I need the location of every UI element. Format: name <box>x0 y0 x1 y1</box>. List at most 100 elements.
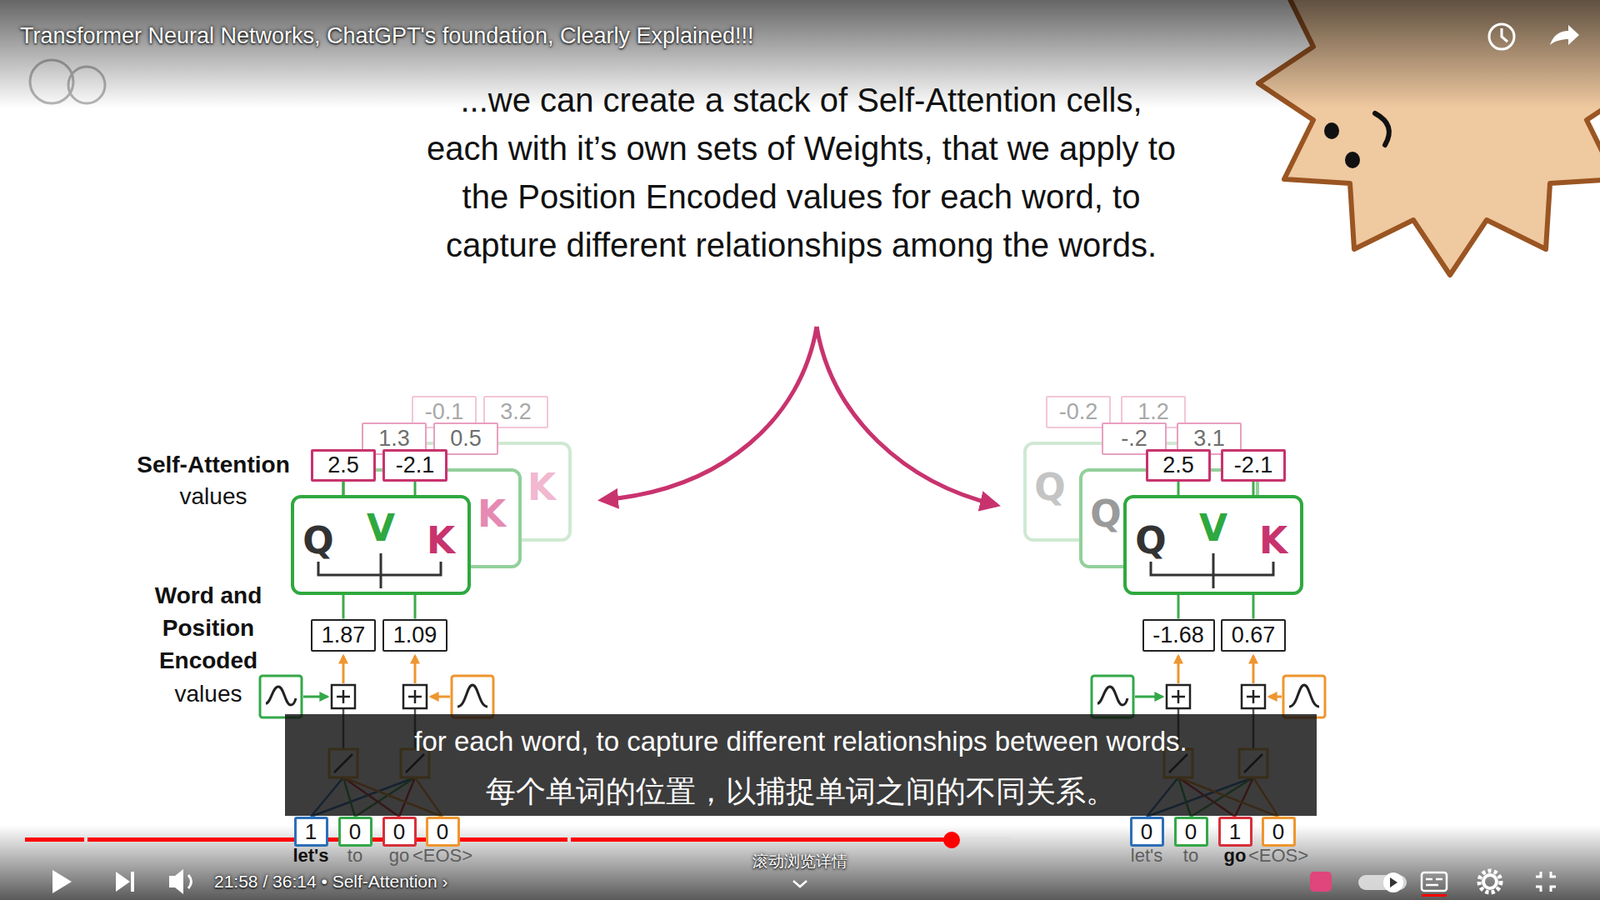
video-title: Transformer Neural Networks, ChatGPT's f… <box>20 23 755 50</box>
self-attention-value: -2.1 <box>382 449 448 482</box>
self-attention-cell: QVK <box>290 495 471 595</box>
value-number: 0.5 <box>450 427 482 450</box>
next-icon <box>130 871 135 892</box>
value-number: 2.5 <box>1162 454 1195 477</box>
translate-icon <box>1310 871 1332 892</box>
input-word: <EOS> <box>412 845 473 866</box>
value-number: 1.3 <box>378 427 410 450</box>
axis-label: Word and <box>155 582 263 610</box>
cell-wiring <box>1150 553 1274 589</box>
captions-icon <box>1421 872 1447 891</box>
connector-line <box>342 595 345 620</box>
sum-arrow <box>414 655 417 684</box>
progress-bar <box>570 837 952 842</box>
encoded-value: 1.87 <box>310 619 376 652</box>
input-word: go <box>389 845 410 866</box>
subtitle-line: for each word, to capture different rela… <box>414 725 1188 758</box>
value-number: 0.67 <box>1231 624 1276 647</box>
self-attention-value: 2.5 <box>1145 449 1211 482</box>
sum-arrow <box>342 655 345 684</box>
value-number: 1 <box>1229 820 1241 843</box>
progress-bar <box>25 837 85 842</box>
value-number: -.2 <box>1120 427 1148 450</box>
autoplay-toggle <box>1390 877 1398 888</box>
cosine-icon <box>451 675 494 718</box>
cosine-wave <box>457 685 488 707</box>
input-word: let's <box>1130 845 1163 866</box>
subtitle-panel <box>285 714 1317 816</box>
value-number: 3.1 <box>1193 427 1225 450</box>
encoded-value: -1.68 <box>1142 619 1215 652</box>
value-number: 0 <box>436 820 449 843</box>
sine-icon <box>1091 675 1134 718</box>
value-number: 3.2 <box>500 400 532 424</box>
cosine-wave <box>1289 685 1320 707</box>
cell-letter: K <box>477 495 506 533</box>
settings-icon <box>1483 875 1497 889</box>
add-arrow <box>1135 695 1163 699</box>
one-hot-input: 1 <box>1218 816 1253 847</box>
value-number: 0 <box>1140 820 1153 843</box>
connector-line <box>1177 595 1180 620</box>
axis-label: values <box>180 483 248 510</box>
cell-letter: K <box>1259 522 1288 560</box>
sine-wave <box>265 686 296 705</box>
bottom-shade <box>0 825 1600 900</box>
captions-icon <box>1421 894 1447 897</box>
autoplay-toggle <box>1383 872 1404 893</box>
input-word: <EOS> <box>1248 845 1309 866</box>
scroll-hint: 滚动浏览详情 <box>752 852 848 871</box>
add-arrow <box>1269 695 1282 699</box>
encoded-value: 1.09 <box>382 619 448 652</box>
cosine-icon <box>1283 675 1325 718</box>
add-arrow <box>303 695 328 699</box>
sine-wave <box>1097 686 1128 705</box>
plus-symbol <box>1171 690 1260 704</box>
value-number: 2.5 <box>327 454 360 477</box>
value-number: 0 <box>349 820 361 843</box>
settings-icon <box>1479 870 1501 893</box>
cell-letter: Q <box>1034 469 1065 506</box>
cell-letter: K <box>426 522 455 560</box>
sine-icon <box>260 675 302 718</box>
next-icon <box>115 871 130 892</box>
axis-label: Position <box>162 615 255 642</box>
self-attention-value: -2.1 <box>1220 449 1286 482</box>
value-number: -0.1 <box>425 400 465 424</box>
time-display: 21:58 / 36:14 • Self-Attention › <box>214 871 449 892</box>
volume-icon <box>169 869 184 895</box>
sum-arrow <box>1177 655 1180 684</box>
one-hot-input: 0 <box>338 816 373 847</box>
one-hot-input: 0 <box>1130 816 1165 847</box>
plus-symbol <box>336 690 422 704</box>
cell-letter: Q <box>1135 522 1166 560</box>
axis-label: Encoded <box>159 647 258 675</box>
share-icon <box>1550 25 1580 45</box>
axis-label: values <box>175 680 243 708</box>
value-number: 0 <box>393 820 405 843</box>
one-hot-input: 0 <box>382 816 417 847</box>
value-number: 1.2 <box>1137 400 1170 424</box>
watch-later-icon <box>1489 24 1515 50</box>
heading: ...we can create a stack of Self-Attenti… <box>424 75 1179 270</box>
mascot-eye <box>1345 151 1360 169</box>
value-number: 0 <box>1185 820 1197 843</box>
value-number: 0 <box>1272 820 1285 843</box>
connector-line <box>1252 595 1255 620</box>
input-word: go <box>1224 845 1247 866</box>
pointer-arrow <box>816 326 997 505</box>
add-arrow <box>430 695 450 699</box>
one-hot-input: 1 <box>294 816 329 847</box>
cell-letter: V <box>1199 510 1228 547</box>
captions-icon <box>1425 879 1443 885</box>
connector-line <box>414 595 417 620</box>
play-icon <box>52 870 72 894</box>
input-word: let's <box>292 845 329 866</box>
progress-track <box>951 837 1010 842</box>
self-attention-value: 2.5 <box>310 449 376 482</box>
value-number: -0.2 <box>1059 400 1099 424</box>
one-hot-input: 0 <box>1174 816 1209 847</box>
progress-handle <box>943 831 960 849</box>
chevron-icon <box>793 880 807 887</box>
